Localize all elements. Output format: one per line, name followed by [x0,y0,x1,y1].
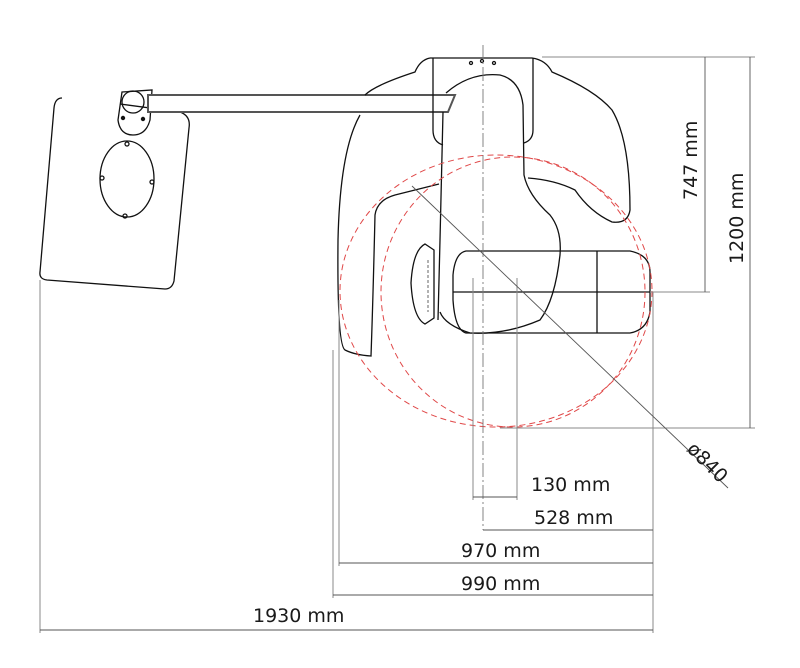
gantry-body [337,57,651,357]
dim-1200: 1200 mm [726,173,748,264]
dim-528: 528 mm [534,507,613,529]
dimension-lines [40,57,751,631]
monitor-panel [39,89,190,290]
dim-130: 130 mm [531,474,610,496]
rotation-circle-inner [380,156,646,428]
dim-diameter: ø840 [682,438,731,487]
support-arm [147,94,457,113]
dim-747: 747 mm [680,121,702,200]
rotation-circle-outer [339,154,653,428]
dim-970: 970 mm [461,540,540,562]
dim-1930: 1930 mm [253,605,344,627]
dim-990: 990 mm [461,573,540,595]
extension-lines [39,56,755,633]
